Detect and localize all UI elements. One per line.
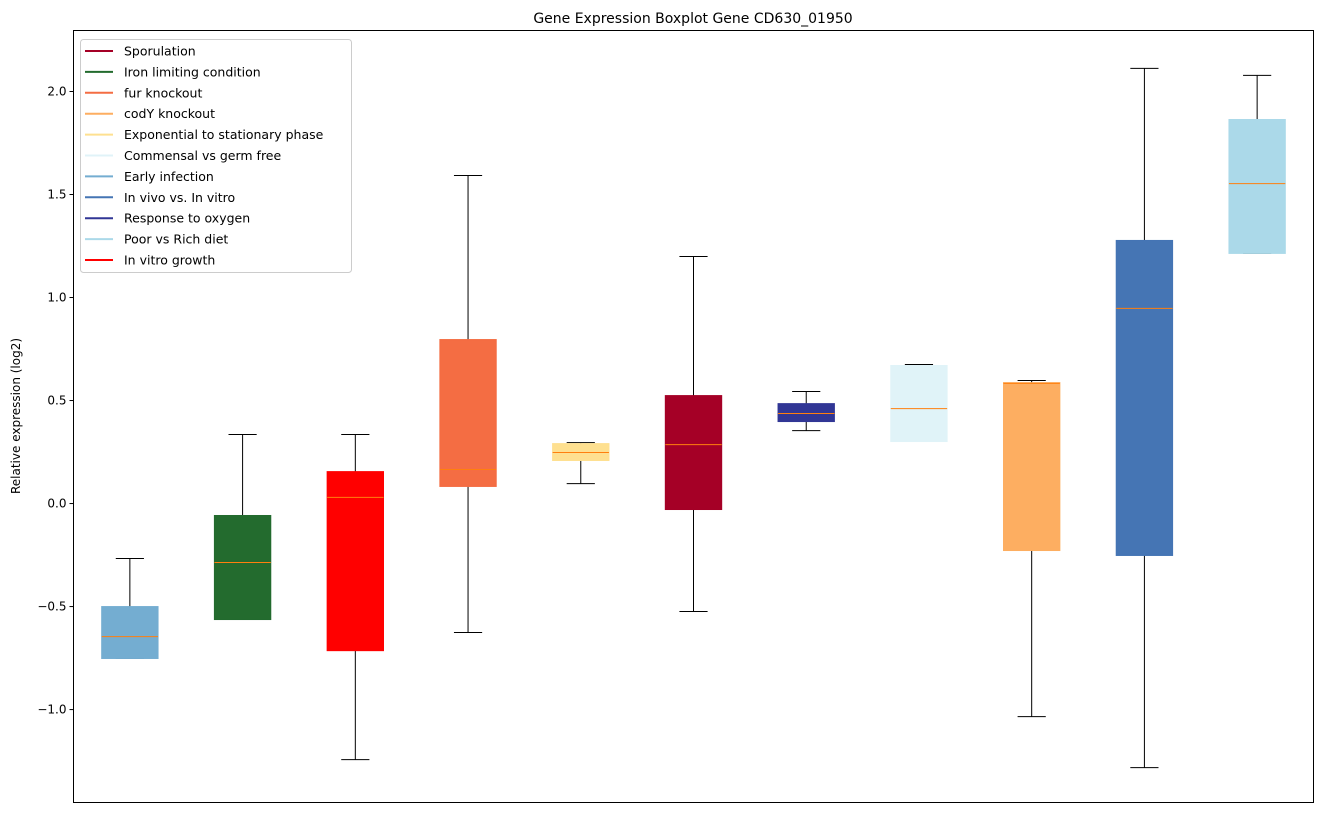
box-group xyxy=(1115,67,1174,769)
legend-item: Commensal vs germ free xyxy=(85,148,281,163)
legend-item: Exponential to stationary phase xyxy=(85,127,324,142)
legend-item: fur knockout xyxy=(85,85,202,100)
y-axis: −1.0 −0.5 0.0 0.5 1.0 1.5 2.0 xyxy=(37,84,74,717)
legend-label: In vitro growth xyxy=(124,253,215,268)
legend-item: Response to oxygen xyxy=(85,211,250,226)
y-tick-label: 1.0 xyxy=(47,291,66,305)
y-tick-label: −0.5 xyxy=(37,600,66,614)
legend-label: Response to oxygen xyxy=(124,211,250,226)
y-axis-label: Relative expression (log2) xyxy=(9,338,23,494)
plot-frame xyxy=(73,30,1314,803)
box xyxy=(213,514,272,621)
box-group xyxy=(777,390,835,432)
legend-label: In vivo vs. In vitro xyxy=(124,190,235,205)
legend-label: Early infection xyxy=(124,169,214,184)
box-group xyxy=(1003,380,1061,718)
legend-item: Early infection xyxy=(85,169,214,184)
legend-label: fur knockout xyxy=(124,85,202,100)
y-tick-label: 0.0 xyxy=(47,497,66,511)
box-group xyxy=(326,434,384,761)
box xyxy=(890,365,948,443)
y-tick-label: −1.0 xyxy=(37,703,66,717)
legend-label: codY knockout xyxy=(124,106,215,121)
box xyxy=(439,339,497,487)
legend-item: In vivo vs. In vitro xyxy=(85,190,235,205)
legend-item: Iron limiting condition xyxy=(85,64,261,79)
box xyxy=(1228,119,1286,254)
box xyxy=(101,606,159,659)
box xyxy=(326,471,384,652)
box xyxy=(1115,239,1174,556)
legend-label: Commensal vs germ free xyxy=(124,148,281,163)
box-group xyxy=(552,442,610,485)
box xyxy=(1003,382,1061,552)
box-group xyxy=(890,363,948,443)
legend-label: Exponential to stationary phase xyxy=(124,127,324,142)
legend-frame xyxy=(80,39,352,273)
box-group xyxy=(213,434,272,621)
box-group xyxy=(101,558,159,659)
legend-label: Iron limiting condition xyxy=(124,64,261,79)
box-group xyxy=(439,175,497,634)
legend-item: Sporulation xyxy=(85,44,196,59)
legend-item: Poor vs Rich diet xyxy=(85,232,228,247)
legend-label: Sporulation xyxy=(124,44,196,59)
legend-item: In vitro growth xyxy=(85,253,215,268)
chart-title: Gene Expression Boxplot Gene CD630_01950 xyxy=(533,11,852,27)
boxes-layer xyxy=(101,67,1286,769)
y-tick-label: 1.5 xyxy=(47,188,66,202)
legend-item: codY knockout xyxy=(85,106,215,121)
y-tick-label: 2.0 xyxy=(47,84,66,98)
legend-label: Poor vs Rich diet xyxy=(124,232,228,247)
box xyxy=(777,403,835,423)
box-group xyxy=(1228,74,1286,254)
box-group xyxy=(664,256,723,613)
box xyxy=(664,395,723,511)
y-tick-label: 0.5 xyxy=(47,394,66,408)
